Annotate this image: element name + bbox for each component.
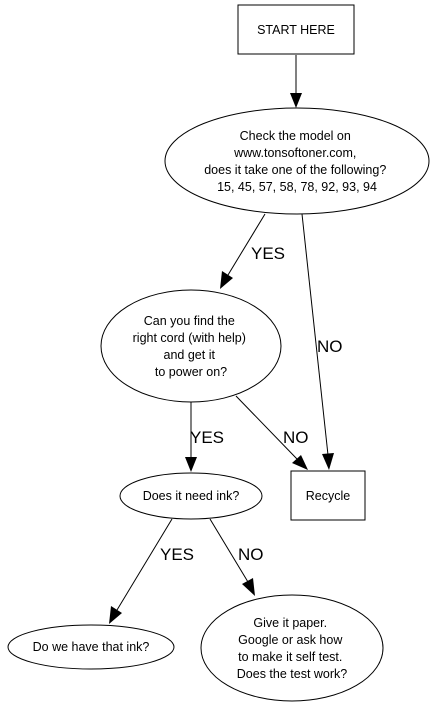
edge-check-yes: YES xyxy=(220,213,285,289)
find-cord-label: Can you find the right cord (with help) … xyxy=(133,314,250,379)
edge-label-check-no: NO xyxy=(317,337,343,356)
edge-ink-no: NO xyxy=(209,518,264,596)
edge-label-ink-no: NO xyxy=(238,545,264,564)
edge-cord-no: NO xyxy=(235,395,309,470)
arrowhead xyxy=(322,453,334,470)
find-cord-ellipse xyxy=(100,289,282,403)
node-have-ink: Do we have that ink? xyxy=(7,624,175,670)
arrowhead xyxy=(185,457,197,472)
self-test-ellipse xyxy=(200,594,384,702)
arrowhead xyxy=(290,93,302,108)
edge-start-to-check xyxy=(290,55,302,108)
self-test-label: Give it paper. Google or ask how to make… xyxy=(237,616,348,681)
check-model-label: Check the model on www.tonsoftoner.com, … xyxy=(204,129,390,194)
arrowhead xyxy=(109,606,122,624)
edge-label-cord-yes: YES xyxy=(190,428,224,447)
node-start: START HERE xyxy=(237,4,355,55)
arrowhead xyxy=(292,455,308,470)
arrowhead xyxy=(242,578,255,596)
start-label: START HERE xyxy=(257,23,335,37)
node-self-test: Give it paper. Google or ask how to make… xyxy=(200,594,384,702)
check-model-ellipse xyxy=(164,107,430,215)
recycle-label: Recycle xyxy=(306,489,351,503)
need-ink-label: Does it need ink? xyxy=(143,489,240,503)
need-ink-ellipse xyxy=(119,472,263,520)
edge-label-cord-no: NO xyxy=(283,428,309,447)
edge-ink-yes: YES xyxy=(109,518,194,624)
arrowhead xyxy=(220,271,233,289)
node-recycle: Recycle xyxy=(290,470,366,521)
have-ink-ellipse xyxy=(7,624,175,670)
edge-label-check-yes: YES xyxy=(251,244,285,263)
recycle-box xyxy=(290,470,366,521)
start-box xyxy=(237,4,355,55)
node-check-model: Check the model on www.tonsoftoner.com, … xyxy=(164,107,430,215)
edge-check-no: NO xyxy=(301,213,343,470)
have-ink-label: Do we have that ink? xyxy=(33,640,150,654)
node-find-cord: Can you find the right cord (with help) … xyxy=(100,289,282,403)
node-need-ink: Does it need ink? xyxy=(119,472,263,520)
edge-cord-yes: YES xyxy=(185,402,224,472)
edge-label-ink-yes: YES xyxy=(160,545,194,564)
